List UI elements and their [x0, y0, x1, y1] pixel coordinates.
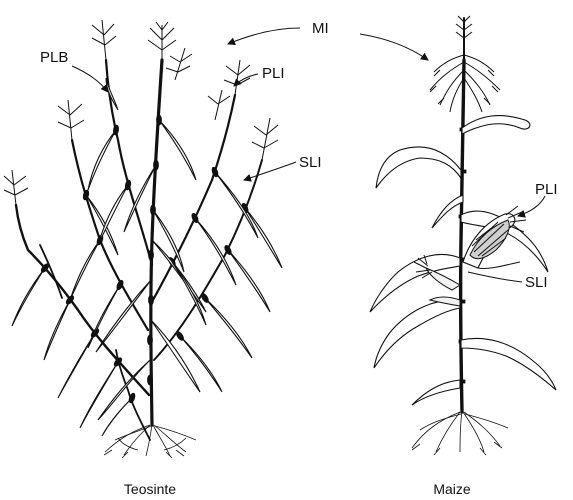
arrow-mi-maize — [360, 34, 428, 60]
label-mi: MI — [312, 20, 329, 37]
arrow-sli-teosinte — [244, 162, 296, 180]
maize-roots — [412, 412, 508, 455]
label-pli-maize: PLI — [535, 181, 558, 198]
arrow-pli-maize — [518, 196, 545, 216]
teosinte-roots — [104, 425, 196, 458]
caption-teosinte: Teosinte — [124, 481, 176, 497]
maize-stalk — [461, 60, 464, 412]
arrow-mi-teosinte — [228, 28, 300, 44]
arrow-plb — [72, 66, 108, 92]
caption-maize: Maize — [433, 481, 471, 497]
label-plb: PLB — [40, 49, 68, 66]
label-sli-teosinte: SLI — [299, 154, 322, 171]
label-pli-teosinte: PLI — [262, 65, 285, 82]
label-sli-maize: SLI — [525, 274, 548, 291]
arrow-sli-maize — [468, 272, 522, 282]
teosinte-tassels — [4, 20, 278, 205]
teosinte-plant — [4, 20, 282, 458]
teosinte-leaves — [12, 78, 282, 436]
maize-plant — [370, 16, 556, 455]
